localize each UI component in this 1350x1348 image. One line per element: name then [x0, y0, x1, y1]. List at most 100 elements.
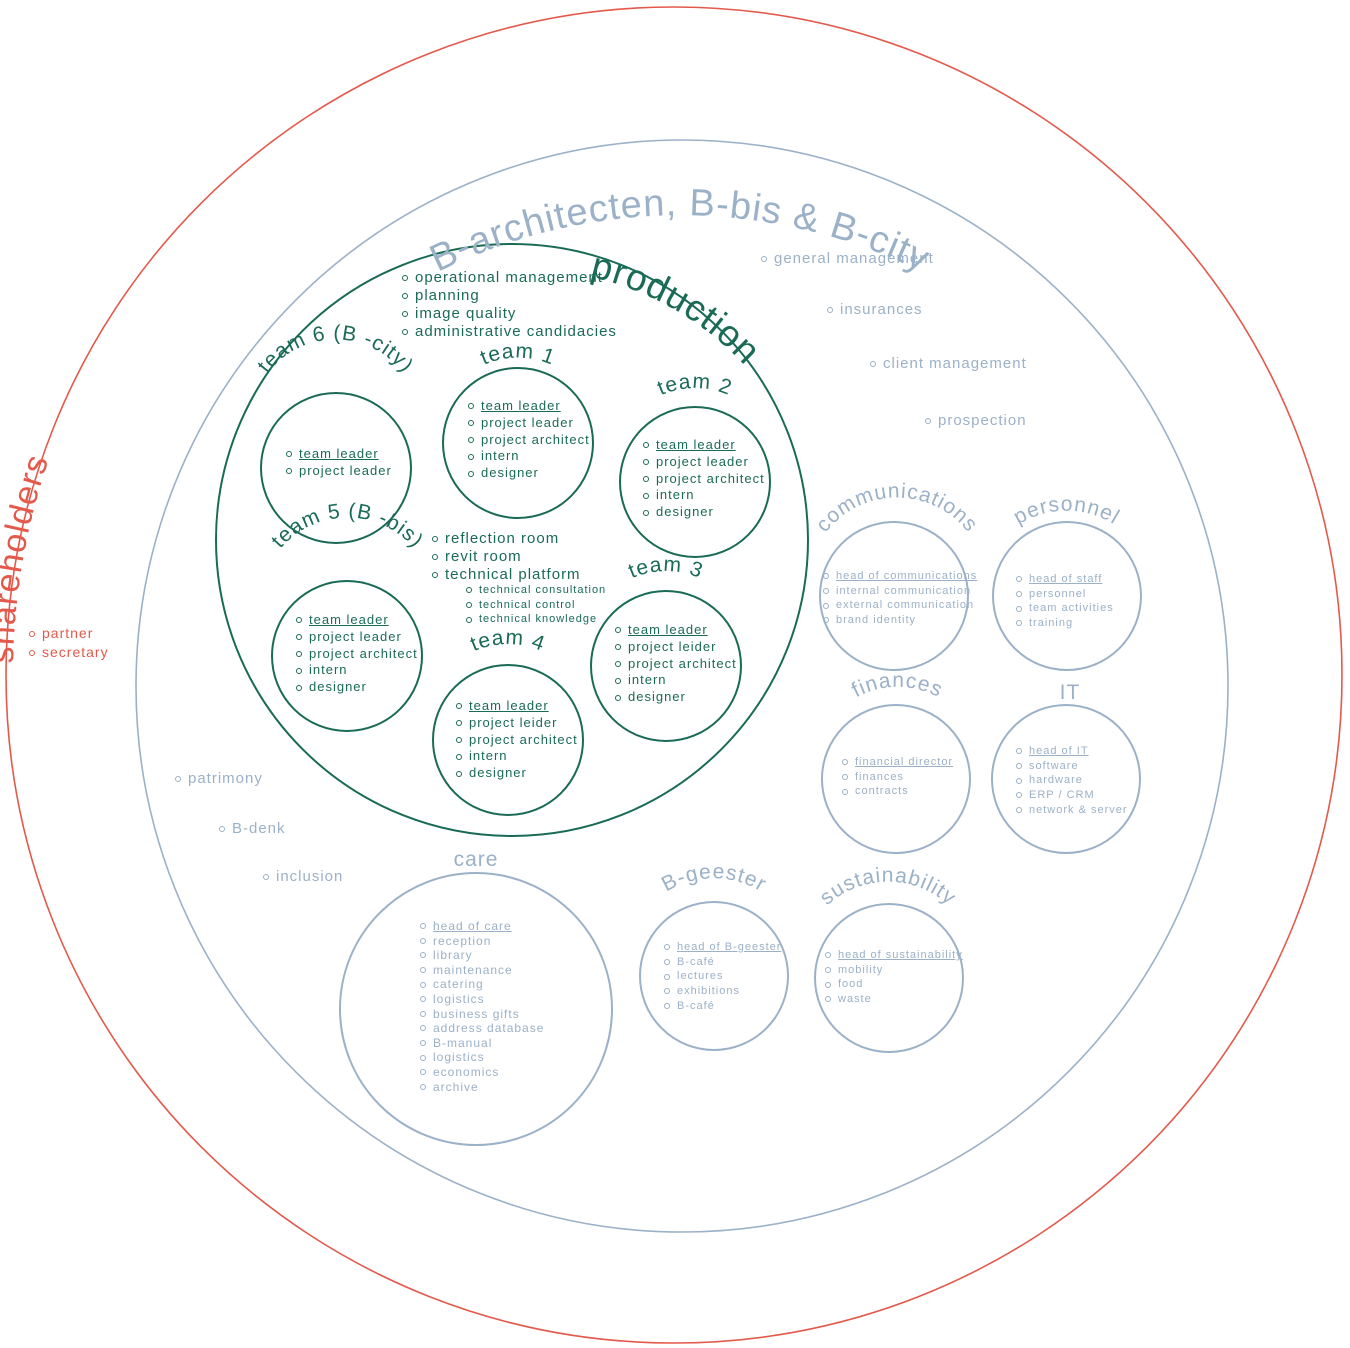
list-item: intern	[456, 748, 578, 765]
list-item: team leader	[456, 698, 578, 715]
list-item: designer	[615, 689, 737, 706]
list-item: head of sustainability	[825, 948, 963, 963]
list-item: partner	[29, 624, 109, 643]
list-item: technical consultation	[466, 583, 606, 598]
production-items: operational management planning image qu…	[402, 269, 617, 341]
list-item: internal communication	[823, 584, 977, 599]
list-item: head of communications	[823, 569, 977, 584]
team-1-list: team leader project leader project archi…	[468, 398, 590, 482]
list-item: team leader	[468, 398, 590, 415]
bgeester-circle	[639, 901, 789, 1051]
bgeester-title: B-geester	[658, 860, 771, 896]
company-item-insurances: insurances	[827, 302, 923, 317]
company-item-general-management: general management	[761, 251, 934, 266]
team-2-title: team 2	[654, 370, 735, 400]
list-item: address database	[420, 1021, 544, 1036]
sustainability-list: head of sustainability mobility food was…	[825, 948, 963, 1007]
list-item: head of B-geester	[664, 940, 781, 955]
production-center-items: reflection room revit room technical pla…	[432, 530, 581, 584]
shareholders-ring	[5, 6, 1343, 1344]
list-item: designer	[456, 765, 578, 782]
team-4-title: team 4	[467, 626, 548, 656]
company-item-prospection: prospection	[925, 413, 1027, 428]
list-item: project architect	[456, 732, 578, 749]
list-item: project leader	[286, 463, 392, 480]
list-item: reflection room	[432, 530, 581, 548]
list-item: project architect	[468, 432, 590, 449]
list-item: hardware	[1016, 773, 1128, 788]
list-item: maintenance	[420, 963, 544, 978]
list-item: head of IT	[1016, 744, 1128, 759]
list-item: waste	[825, 992, 963, 1007]
list-item: brand identity	[823, 613, 977, 628]
team-5-list: team leader project leader project archi…	[296, 612, 418, 696]
list-item: catering	[420, 977, 544, 992]
list-item: archive	[420, 1080, 544, 1095]
list-item: B-manual	[420, 1036, 544, 1051]
bgeester-list: head of B-geester B-café lectures exhibi…	[664, 940, 781, 1014]
list-item: project leider	[615, 639, 737, 656]
team-5-title: team 5 (B -bis)	[267, 499, 428, 552]
team-2-circle	[619, 406, 771, 558]
list-item: technical control	[466, 598, 606, 613]
list-item: food	[825, 977, 963, 992]
company-ring	[135, 139, 1229, 1233]
list-item: planning	[402, 287, 617, 305]
list-item: finances	[842, 770, 953, 785]
list-item: technical knowledge	[466, 612, 606, 627]
list-item: economics	[420, 1065, 544, 1080]
team-2-list: team leader project leader project archi…	[643, 437, 765, 521]
list-item: network & server	[1016, 803, 1128, 818]
list-item: personnel	[1016, 587, 1114, 602]
finances-list: financial director finances contracts	[842, 755, 953, 799]
list-item: financial director	[842, 755, 953, 770]
team-6-list: team leader project leader	[286, 446, 392, 480]
list-item: project architect	[643, 471, 765, 488]
list-item: project architect	[615, 656, 737, 673]
it-circle	[991, 704, 1141, 854]
list-item: revit room	[432, 548, 581, 566]
list-item: image quality	[402, 305, 617, 323]
list-item: designer	[643, 504, 765, 521]
care-circle	[339, 872, 613, 1146]
personnel-circle	[992, 521, 1142, 671]
finances-title: finances	[848, 669, 947, 702]
personnel-list: head of staff personnel team activities …	[1016, 572, 1114, 631]
team-5-circle	[271, 580, 423, 732]
communications-list: head of communications internal communic…	[823, 569, 977, 628]
list-item: logistics	[420, 992, 544, 1007]
list-item: software	[1016, 759, 1128, 774]
list-item: lectures	[664, 969, 781, 984]
it-title: IT	[1060, 681, 1081, 704]
list-item: head of care	[420, 919, 544, 934]
finances-circle	[821, 704, 971, 854]
list-item: intern	[615, 672, 737, 689]
list-item: team leader	[296, 612, 418, 629]
team-6-circle	[260, 392, 412, 544]
list-item: B-café	[664, 999, 781, 1014]
production-ring	[215, 243, 809, 837]
list-item: designer	[468, 465, 590, 482]
list-item: external communication	[823, 598, 977, 613]
list-item: team leader	[286, 446, 392, 463]
company-item-inclusion: inclusion	[263, 869, 343, 884]
list-item: administrative candidacies	[402, 323, 617, 341]
list-item: exhibitions	[664, 984, 781, 999]
care-title: care	[454, 848, 499, 871]
list-item: project architect	[296, 646, 418, 663]
list-item: logistics	[420, 1050, 544, 1065]
list-item: head of staff	[1016, 572, 1114, 587]
team-1-title: team 1	[477, 339, 558, 369]
list-item: intern	[296, 662, 418, 679]
list-item: intern	[643, 487, 765, 504]
list-item: B-café	[664, 955, 781, 970]
list-item: project leider	[456, 715, 578, 732]
list-item: team leader	[643, 437, 765, 454]
sustainability-title: sustainability	[815, 864, 960, 910]
technical-platform-items: technical consultation technical control…	[466, 583, 606, 627]
company-item-client-management: client management	[870, 356, 1027, 371]
team-3-list: team leader project leider project archi…	[615, 622, 737, 706]
team-4-circle	[432, 664, 584, 816]
